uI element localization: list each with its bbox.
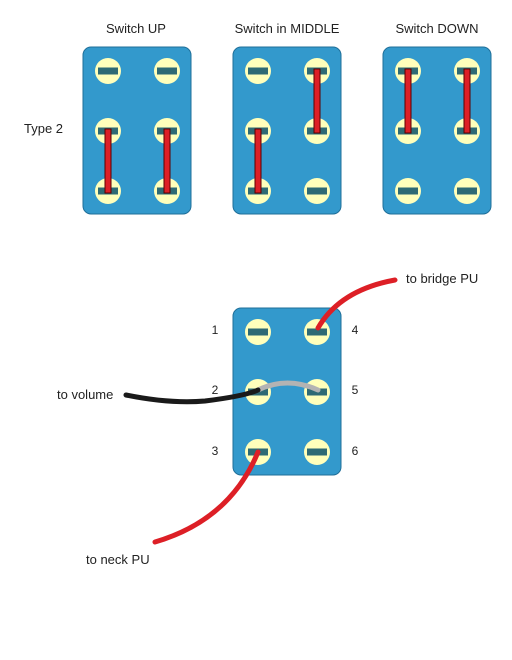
lug-slot-4 [307, 328, 327, 336]
lug-slot-6 [307, 448, 327, 456]
switch-up [82, 46, 192, 215]
label-bridge-pu: to bridge PU [406, 271, 478, 286]
label-neck-pu: to neck PU [86, 552, 150, 567]
jumper-2-3 [254, 128, 262, 194]
jumper-4-5 [463, 68, 471, 134]
lug-slot-1 [248, 67, 268, 75]
lug-number-2: 2 [212, 383, 219, 397]
lug-number-6: 6 [352, 444, 359, 458]
wiring-switch [232, 307, 342, 476]
lug-number-1: 1 [212, 323, 219, 337]
link-wire-2-5 [255, 380, 321, 393]
lug-slot-6 [457, 187, 477, 195]
row-label-type-2: Type 2 [24, 121, 63, 136]
lug-number-3: 3 [212, 444, 219, 458]
jumper-1-2 [404, 68, 412, 134]
lug-number-4: 4 [352, 323, 359, 337]
lug-slot-1 [98, 67, 118, 75]
jumper-5-6 [163, 128, 171, 194]
lug-slot-4 [157, 67, 177, 75]
lug-slot-1 [248, 328, 268, 336]
lug-number-5: 5 [352, 383, 359, 397]
title-switch-down: Switch DOWN [395, 21, 478, 36]
volume-wire [123, 387, 261, 405]
title-switch-up: Switch UP [106, 21, 166, 36]
switch-body [232, 307, 342, 476]
title-switch-middle: Switch in MIDDLE [235, 21, 340, 36]
label-volume: to volume [57, 387, 113, 402]
bridge-pickup-wire [315, 277, 398, 331]
lug-slot-3 [398, 187, 418, 195]
jumper-2-3 [104, 128, 112, 194]
switch-middle [232, 46, 342, 215]
switch-down [382, 46, 492, 215]
lug-slot-6 [307, 187, 327, 195]
neck-pickup-wire [152, 449, 261, 545]
jumper-4-5 [313, 68, 321, 134]
